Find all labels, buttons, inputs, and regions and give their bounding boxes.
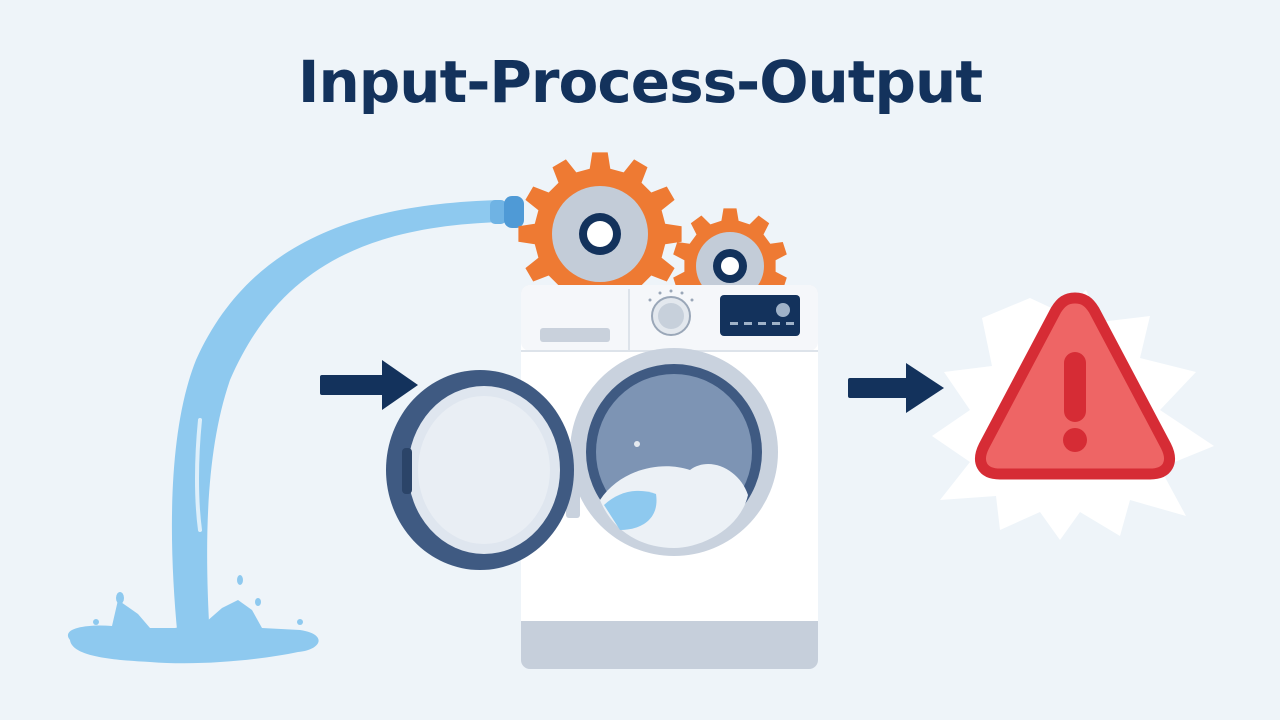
water-droplet <box>237 575 243 585</box>
water-droplet <box>93 619 99 625</box>
input-to-process-arrow <box>320 360 418 410</box>
display-panel <box>720 295 800 336</box>
door-handle <box>402 448 412 494</box>
hose-nozzle <box>490 200 506 224</box>
water-highlight <box>195 418 202 532</box>
exclamation-dot <box>1063 428 1087 452</box>
detergent-drawer <box>540 328 610 342</box>
large-gear-icon <box>518 152 682 316</box>
warning-triangle-icon <box>932 290 1214 540</box>
control-dial <box>648 289 694 336</box>
machine-body-square-bottom <box>521 600 818 621</box>
exclamation-bar <box>1064 352 1086 422</box>
gear-hole <box>587 221 613 247</box>
water-droplet <box>116 592 124 604</box>
drum-window <box>570 348 778 556</box>
washing-machine-icon <box>386 285 818 669</box>
water-stream <box>171 200 503 640</box>
machine-door[interactable] <box>386 370 580 570</box>
hose-nozzle-cap <box>504 196 524 228</box>
water-hose-icon <box>67 196 524 664</box>
gear-hole <box>721 257 739 275</box>
process-to-output-arrow <box>848 363 944 413</box>
page-title: Input-Process-Output <box>297 48 983 116</box>
water-droplet <box>297 619 303 625</box>
water-droplet <box>255 598 261 606</box>
